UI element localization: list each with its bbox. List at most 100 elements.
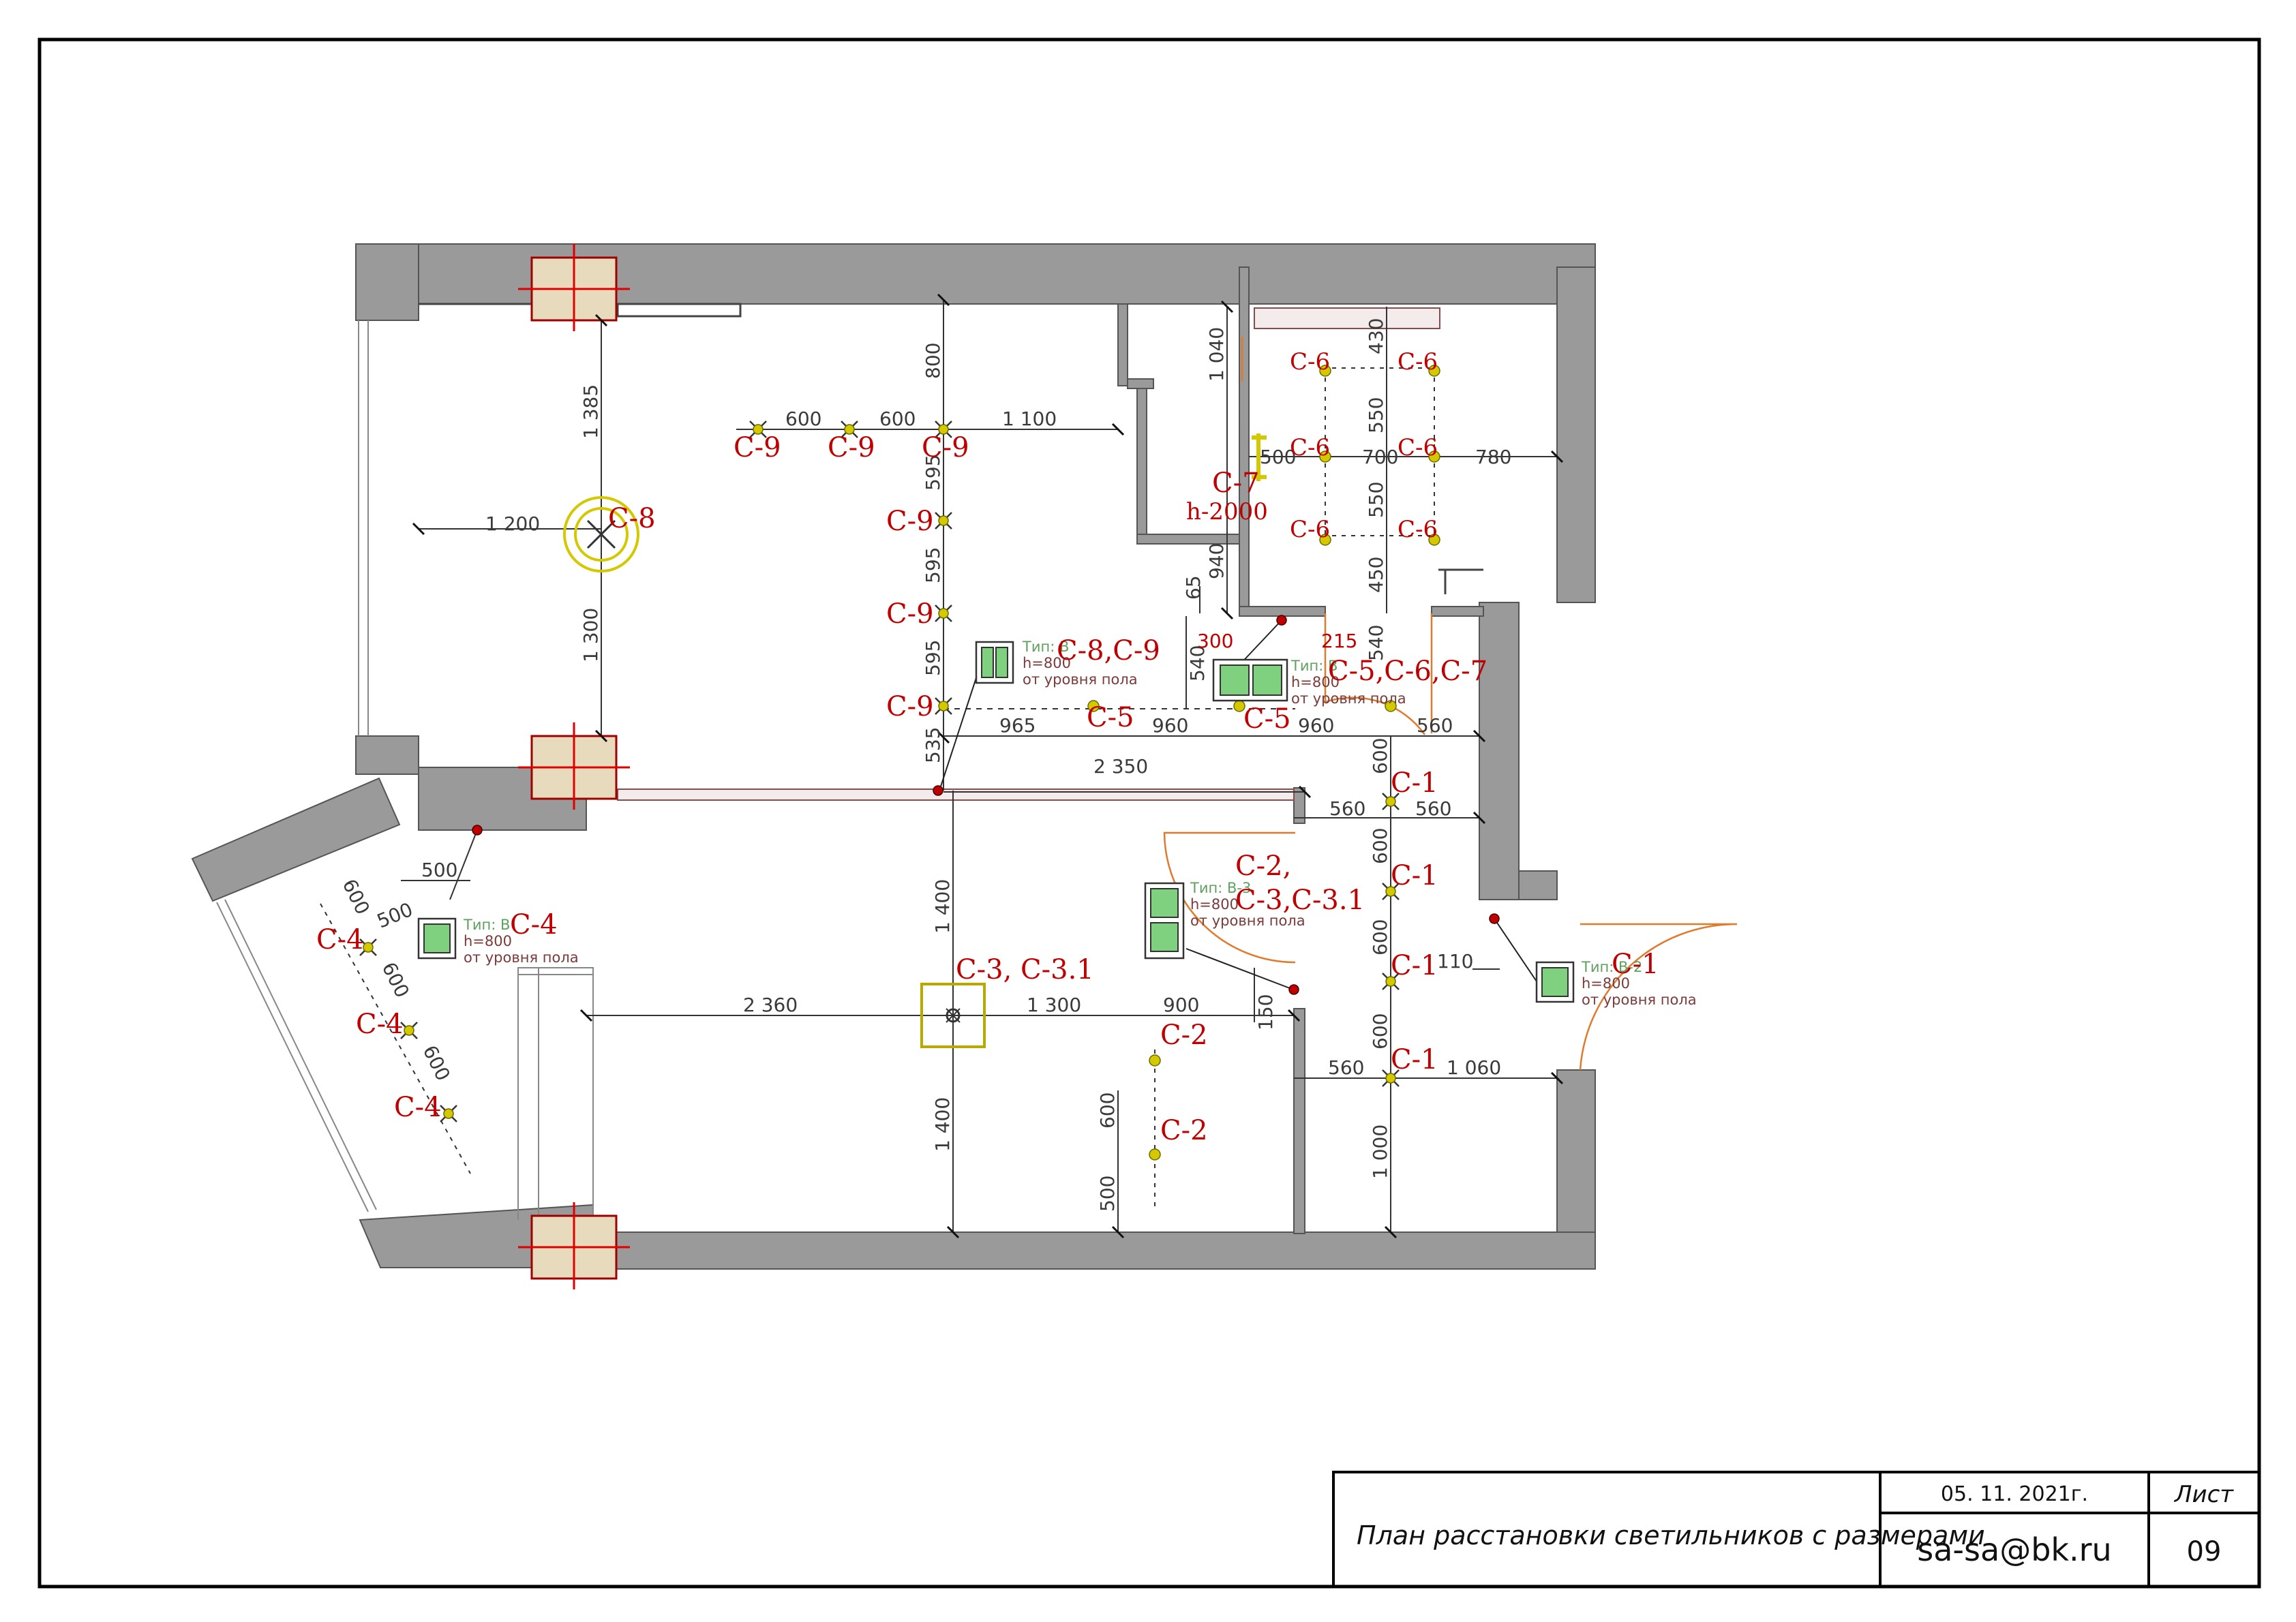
switch-type: Тип: В-3 — [1190, 880, 1251, 896]
dim-text: 780 — [1475, 446, 1511, 468]
fixture-label: С-1 — [1391, 1044, 1438, 1075]
switch-points — [472, 615, 1500, 995]
dim-text: 540 — [1186, 645, 1209, 682]
dim-text: 1 400 — [931, 1097, 954, 1152]
dim-text: 535 — [922, 727, 944, 763]
dim-text: 600 — [1369, 738, 1391, 774]
switch-floor-note: от уровня пола — [1190, 913, 1305, 929]
fixture-label: С-1 — [1391, 950, 1438, 981]
fixture-label: С-8,С-9 — [1057, 635, 1160, 667]
fixture-label: С-6 — [1398, 348, 1438, 376]
fixture-label: С-4 — [510, 909, 558, 940]
dim-text: 500 — [1260, 446, 1296, 468]
dim-text: 595 — [922, 455, 944, 491]
chandelier-c3 — [920, 983, 986, 1048]
fixture-label: С-3, С-3.1 — [956, 954, 1094, 985]
dim-text: 1 200 — [485, 512, 540, 535]
dim-text: 560 — [1415, 797, 1451, 820]
columns — [518, 244, 630, 1289]
dim-text: 965 — [999, 714, 1036, 737]
fixture-label: С-2 — [1160, 1020, 1208, 1051]
dim-text: 500 — [1096, 1176, 1119, 1212]
dim-text: 600 — [1096, 1092, 1119, 1129]
dim-text: 940 — [1205, 543, 1228, 579]
dim-text: 1 300 — [579, 608, 602, 662]
dim-text: 595 — [922, 547, 944, 583]
dim-text: 960 — [1298, 714, 1334, 737]
switch-type: Тип: В — [1022, 639, 1069, 655]
dim-text: 500 — [374, 898, 416, 933]
dim-text: 550 — [1365, 482, 1387, 518]
wall-lamp-c7 — [1252, 433, 1267, 481]
pendant-light-c8 — [563, 496, 639, 572]
switch-floor-note: от уровня пола — [464, 949, 579, 966]
switch-floor-note: от уровня пола — [1291, 690, 1406, 707]
author-email: sa-sa@bk.ru — [1917, 1531, 2111, 1568]
dim-text: 1 400 — [931, 879, 954, 934]
dim-text: 600 — [1369, 828, 1391, 864]
dim-text: 550 — [1365, 397, 1387, 433]
dim-text: 1 000 — [1369, 1124, 1391, 1179]
fixture-label: С-7 — [1212, 468, 1260, 499]
dim-text: 215 — [1321, 630, 1357, 652]
dim-text: 2 350 — [1093, 755, 1148, 778]
dimension-lines — [320, 300, 1557, 1232]
fixture-label: С-9 — [734, 432, 781, 463]
switch-type: Тип: В — [463, 917, 510, 933]
switch-floor-note: от уровня пола — [1023, 671, 1138, 688]
drawing-title: План расстановки светильников с размерам… — [1357, 1520, 1985, 1550]
dim-text: 600 — [338, 876, 374, 919]
dim-text: 595 — [922, 640, 944, 676]
doors — [1163, 337, 1738, 1071]
dim-text: 65 — [1182, 575, 1205, 600]
dim-text: 600 — [419, 1042, 455, 1085]
fixture-label: С-1 — [1612, 949, 1659, 980]
fixture-label: С-3,С-3.1 — [1235, 885, 1365, 916]
dim-text: 560 — [1417, 714, 1453, 737]
switch-height: h=800 — [1023, 655, 1071, 671]
switch-height: h=800 — [1190, 896, 1239, 913]
fixture-label: С-5 — [1087, 702, 1134, 733]
fixture-label: С-1 — [1391, 767, 1438, 799]
fixture-label: С-2 — [1160, 1115, 1208, 1146]
dim-text: 540 — [1365, 625, 1387, 661]
dim-text: 1 040 — [1205, 327, 1228, 382]
switch-note-1: Тип: В h=800 от уровня пола — [1022, 639, 1138, 688]
dim-text: 150 — [1254, 994, 1277, 1030]
fixture-label: h-2000 — [1186, 498, 1268, 525]
fixture-label: С-9 — [922, 432, 969, 463]
switch-type: Тип: В-2 — [1581, 959, 1642, 975]
fixture-label: С-8 — [608, 503, 656, 534]
fixture-label: С-2, — [1235, 851, 1291, 882]
switch-icon-2 — [1212, 658, 1288, 702]
fixture-label: С-4 — [356, 1009, 404, 1040]
fixture-label: С-6 — [1290, 434, 1330, 461]
drawing-frame — [37, 37, 2261, 1589]
dim-text: 500 — [421, 859, 457, 881]
fixture-label: С-5 — [1243, 703, 1291, 735]
dim-text: 1 060 — [1447, 1056, 1501, 1079]
switch-type: Тип: В — [1290, 658, 1338, 674]
sheet-label: Лист — [2173, 1481, 2234, 1508]
switch-height: h=800 — [464, 933, 512, 949]
dim-text: 600 — [1369, 919, 1391, 955]
dim-text: 2 360 — [743, 994, 798, 1016]
fixture-label: С-9 — [886, 598, 934, 630]
switch-note-2: Тип: В h=800 от уровня пола — [1290, 658, 1406, 707]
fixture-label: С-6 — [1290, 516, 1330, 543]
dimension-labels: 1 385 1 200 1 300 600 600 1 100 800 595 … — [338, 318, 1512, 1212]
fixture-label: С-6 — [1398, 516, 1438, 543]
fixture-label: С-5,С-6,С-7 — [1328, 656, 1487, 687]
drawing-date: 05. 11. 2021г. — [1941, 1482, 2088, 1506]
switch-height: h=800 — [1582, 975, 1630, 992]
dim-text: 600 — [785, 408, 821, 430]
switch-height: h=800 — [1291, 674, 1340, 690]
fixture-label: С-9 — [828, 432, 875, 463]
dim-text: 560 — [1329, 797, 1365, 820]
switch-icon-4 — [417, 917, 457, 960]
switch-floor-note: от уровня пола — [1582, 992, 1697, 1008]
dim-text: 430 — [1365, 318, 1387, 354]
dim-text: 560 — [1328, 1056, 1364, 1079]
switch-icon-3 — [1144, 882, 1185, 960]
